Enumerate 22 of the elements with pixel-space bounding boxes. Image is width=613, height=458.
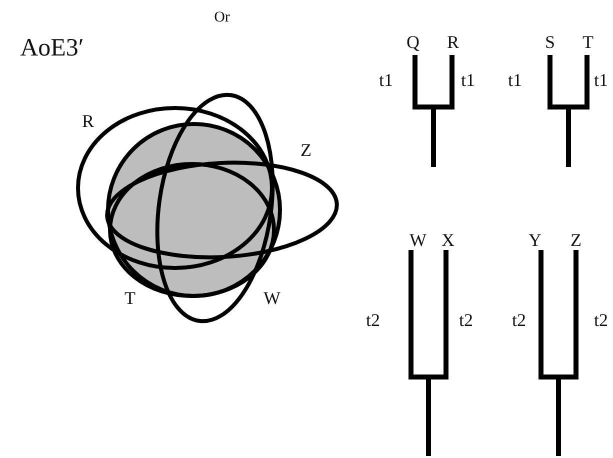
taxon-label: X bbox=[442, 231, 454, 249]
branch-length-label: t1 bbox=[508, 71, 522, 89]
branch-length-label: t1 bbox=[461, 71, 475, 89]
taxon-label: Z bbox=[570, 231, 582, 249]
taxon-label: Y bbox=[528, 231, 542, 249]
taxon-label: S bbox=[545, 33, 555, 51]
title: AoE3′ bbox=[20, 36, 84, 60]
branch-length-label: t2 bbox=[366, 311, 380, 329]
set-label: W bbox=[264, 289, 280, 307]
set-label: R bbox=[82, 112, 94, 130]
taxon-label: W bbox=[410, 231, 426, 249]
branch-length-label: t2 bbox=[594, 311, 608, 329]
taxon-label: T bbox=[582, 33, 594, 51]
branch-length-label: t1 bbox=[594, 71, 608, 89]
branch-length-label: t2 bbox=[512, 311, 526, 329]
set-label: T bbox=[124, 289, 136, 307]
taxon-label: Q bbox=[406, 33, 420, 51]
branch-length-label: t1 bbox=[379, 71, 393, 89]
branch-length-label: t2 bbox=[459, 311, 473, 329]
heading: Or bbox=[214, 10, 230, 26]
taxon-label: R bbox=[447, 33, 459, 51]
set-label: Z bbox=[300, 141, 312, 159]
